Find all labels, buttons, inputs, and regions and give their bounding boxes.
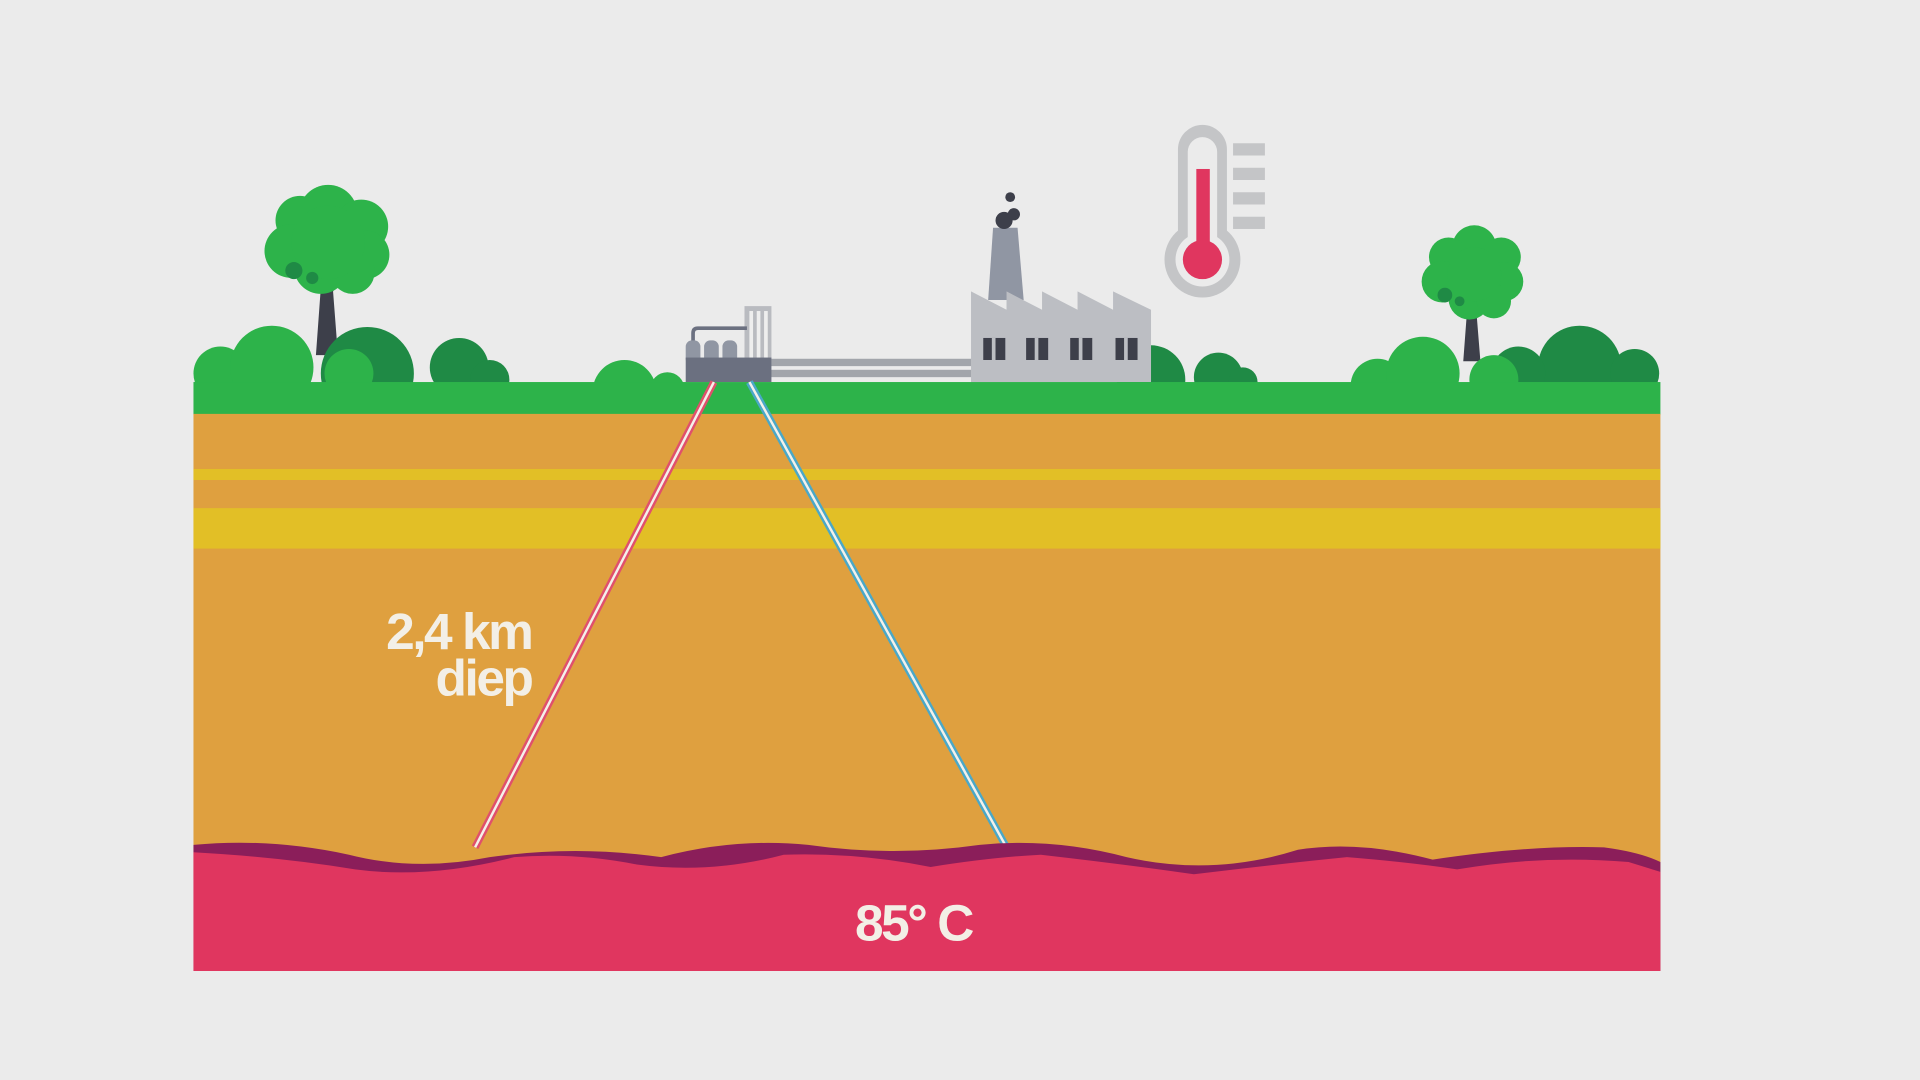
factory-icon	[971, 192, 1152, 383]
tree-icon	[264, 184, 390, 356]
depth-label: 2,4 km	[386, 602, 531, 660]
magma-layer	[193, 852, 1661, 972]
thermometer-icon	[1164, 124, 1265, 298]
grass-layer	[193, 382, 1661, 416]
hot-water-well	[471, 380, 718, 850]
surface-pipes	[765, 358, 974, 378]
pump-station-icon	[685, 306, 772, 383]
depth-label-word: diep	[436, 649, 533, 707]
tree-icon	[1421, 225, 1524, 362]
sand-layer-thin	[193, 468, 1661, 480]
temperature-label: 85° C	[855, 893, 973, 951]
sand-layer-thick	[193, 508, 1661, 549]
soil-layer	[193, 413, 1661, 880]
cold-water-well	[746, 380, 1010, 850]
